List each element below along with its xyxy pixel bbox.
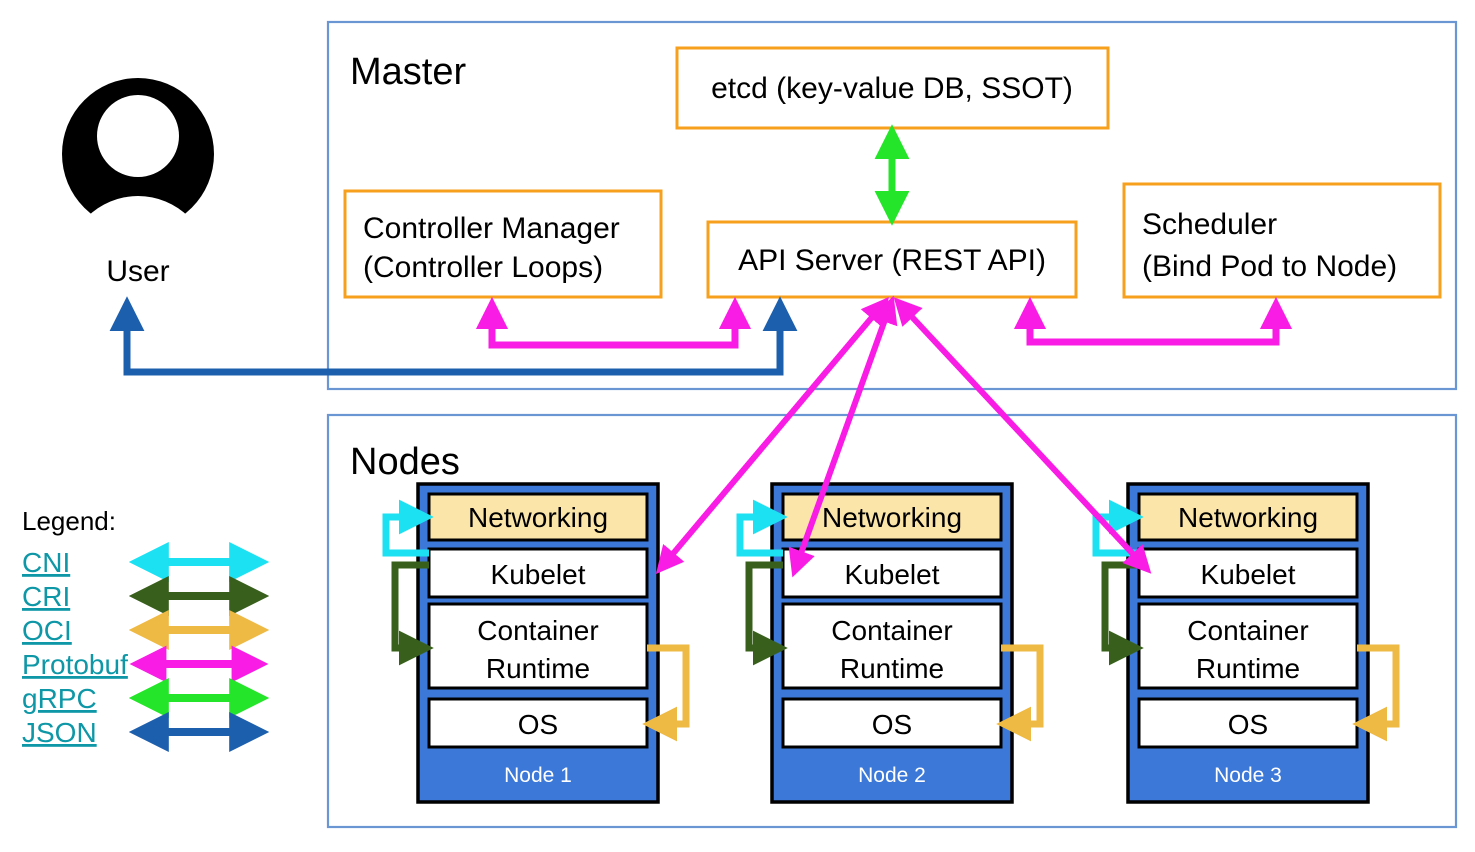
connector-oci-node-2 — [996, 644, 1044, 742]
node-3-kubelet-label: Kubelet — [1201, 559, 1296, 590]
node-1-kubelet-layer[interactable]: Kubelet — [427, 547, 649, 599]
legend-item-label-grpc[interactable]: gRPC — [22, 683, 97, 714]
scheduler-label-line2: (Bind Pod to Node) — [1142, 250, 1397, 283]
node-2-container-runtime-layer[interactable]: Container Runtime — [781, 602, 1003, 690]
controller-manager-box[interactable]: Controller Manager (Controller Loops) — [343, 189, 663, 299]
node-3-container-runtime-layer[interactable]: Container Runtime — [1137, 602, 1359, 690]
connector-protobuf-apiserver-node-2-kubelet — [788, 295, 898, 578]
node-1-kubelet-label: Kubelet — [491, 559, 586, 590]
connector-cni-node-1 — [382, 499, 434, 557]
connector-protobuf-controllermanager-apiserver — [475, 296, 752, 349]
controller-manager-label-line2: (Controller Loops) — [363, 251, 603, 284]
node-1-container-runtime-layer[interactable]: Container Runtime — [427, 602, 649, 690]
controller-manager-label-line1: Controller Manager — [363, 212, 620, 245]
node-2-container-runtime-label-line1: Container — [831, 615, 952, 646]
node-3-networking-layer[interactable]: Networking — [1137, 492, 1359, 542]
user-label: User — [106, 255, 169, 288]
connector-oci-node-1 — [642, 644, 690, 742]
node-1-networking-layer[interactable]: Networking — [427, 492, 649, 542]
etcd-box[interactable]: etcd (key-value DB, SSOT) — [675, 46, 1110, 130]
node-3-container-runtime-label-line2: Runtime — [1196, 653, 1300, 684]
node-2-os-layer[interactable]: OS — [781, 697, 1003, 749]
node-2-container-runtime-label-line2: Runtime — [840, 653, 944, 684]
connector-oci-node-3 — [1352, 644, 1400, 742]
legend-item-label-cri[interactable]: CRI — [22, 581, 70, 612]
node-1-networking-label: Networking — [468, 502, 608, 533]
legend-item-label-protobuf[interactable]: Protobuf — [22, 649, 128, 680]
api-server-label: API Server (REST API) — [738, 244, 1046, 277]
node-3-os-layer[interactable]: OS — [1137, 697, 1359, 749]
node-2-name-label: Node 2 — [858, 764, 926, 787]
node-3-container-runtime-label-line1: Container — [1187, 615, 1308, 646]
node-3-os-label: OS — [1228, 709, 1268, 740]
connector-protobuf-apiserver-scheduler — [1013, 296, 1293, 346]
legend-item-label-json[interactable]: JSON — [22, 717, 97, 748]
node-1-container-runtime-label-line2: Runtime — [486, 653, 590, 684]
node-2-kubelet-label: Kubelet — [845, 559, 940, 590]
node-1-os-label: OS — [518, 709, 558, 740]
scheduler-label-line1: Scheduler — [1142, 208, 1277, 241]
connector-cri-node-1 — [391, 561, 434, 666]
node-2-networking-label: Networking — [822, 502, 962, 533]
connector-protobuf-apiserver-node-3-kubelet — [893, 297, 1152, 574]
scheduler-box[interactable]: Scheduler (Bind Pod to Node) — [1122, 182, 1442, 299]
legend-item-label-cni[interactable]: CNI — [22, 547, 70, 578]
legend-title: Legend: — [22, 506, 116, 536]
etcd-label: etcd (key-value DB, SSOT) — [711, 72, 1073, 105]
node-1-container-runtime-label-line1: Container — [477, 615, 598, 646]
node-3-name-label: Node 3 — [1214, 764, 1282, 787]
user-avatar-icon — [62, 78, 214, 230]
legend: Legend: CNI CRI OCI Protobuf gRPC JSON — [22, 506, 270, 752]
node-3-kubelet-layer[interactable]: Kubelet — [1137, 547, 1359, 599]
api-server-box[interactable]: API Server (REST API) — [706, 220, 1078, 299]
node-card-3[interactable]: Networking Kubelet Container Runtime OS … — [1126, 482, 1370, 804]
node-1-name-label: Node 1 — [504, 764, 572, 787]
node-2-kubelet-layer[interactable]: Kubelet — [781, 547, 1003, 599]
node-card-1[interactable]: Networking Kubelet Container Runtime OS … — [416, 482, 660, 804]
legend-item-label-oci[interactable]: OCI — [22, 615, 72, 646]
node-3-networking-label: Networking — [1178, 502, 1318, 533]
connector-json-user-apiserver — [109, 296, 798, 376]
node-1-os-layer[interactable]: OS — [427, 697, 649, 749]
master-group-title: Master — [350, 51, 466, 93]
nodes-group-title: Nodes — [350, 441, 460, 483]
node-2-os-label: OS — [872, 709, 912, 740]
